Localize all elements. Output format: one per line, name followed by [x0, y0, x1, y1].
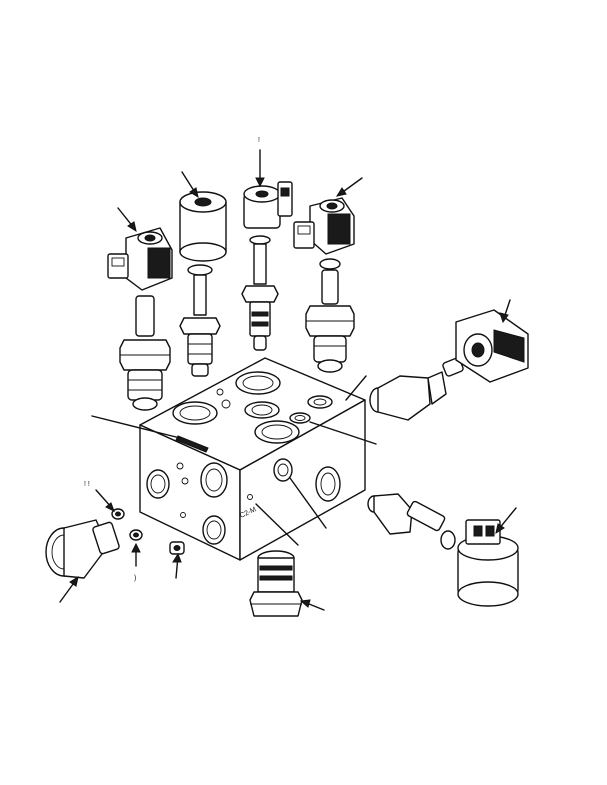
- solenoid-coil-right: [455, 309, 529, 383]
- cartridge-valve-right-top: [305, 258, 355, 373]
- plug-small-lower: [169, 541, 185, 555]
- cartridge-valve-left: [119, 295, 171, 411]
- left-tick-mark: ! !: [84, 481, 90, 488]
- cartridge-valve-right-horizontal: [369, 357, 464, 421]
- solenoid-coil-center: [243, 181, 293, 229]
- cartridge-valve-round: [179, 264, 221, 377]
- cartridge-valve-center: [241, 235, 279, 351]
- leader-lines: [59, 149, 517, 611]
- cartridge-valve-bottom: [249, 550, 303, 617]
- plug-small-upper: [111, 508, 125, 520]
- manifold-block: C2-M: [139, 357, 366, 561]
- relief-valve-left: [45, 519, 120, 579]
- manifold-right-face: [239, 399, 366, 561]
- solenoid-coil-lower-right: [457, 519, 519, 607]
- solenoid-coil-right-top: [293, 197, 355, 255]
- lower-tick-mark: ): [134, 575, 136, 582]
- solenoid-coil-round: [179, 191, 227, 262]
- solenoid-coil-left: [107, 227, 173, 291]
- cartridge-valve-lower-right: [367, 493, 456, 550]
- top-tick-mark: !: [258, 137, 260, 144]
- plug-small-middle: [129, 529, 143, 541]
- manifold-nameplate: [175, 435, 209, 453]
